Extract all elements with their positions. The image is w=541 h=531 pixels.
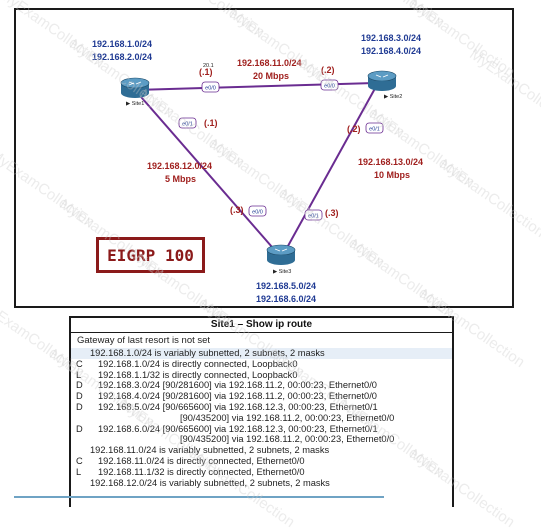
route-code: D	[76, 401, 83, 412]
site1-e00-address: (.1)	[199, 67, 213, 77]
svg-text:e0/1: e0/1	[369, 127, 380, 133]
route-code: C	[76, 358, 83, 369]
route-row: L 192.168.11.1/32 is directly connected, …	[71, 467, 452, 478]
link-12-network: 192.168.12.0/24	[147, 161, 212, 171]
link-site1-site3	[134, 89, 280, 256]
route-text: 192.168.6.0/24 [90/665600] via 192.168.1…	[98, 423, 378, 434]
route-row: [90/435200] via 192.168.11.2, 00:00:23, …	[71, 434, 452, 445]
route-row: C 192.168.1.0/24 is directly connected, L…	[71, 359, 452, 370]
site2-e00-address: (.2)	[321, 65, 335, 75]
svg-text:e0/0: e0/0	[252, 210, 263, 216]
route-text: [90/435200] via 192.168.11.2, 00:00:23, …	[180, 412, 395, 423]
site3-e00-address: (.3)	[230, 205, 244, 215]
link-13-bandwidth: 10 Mbps	[374, 170, 410, 180]
route-output-panel: Site1 – Show ip route Gateway of last re…	[69, 316, 454, 507]
site1-network-1: 192.168.1.0/24	[92, 39, 152, 49]
site2-e01-address: (.2)	[347, 124, 361, 134]
route-text: 192.168.1.0/24 is variably subnetted, 2 …	[90, 348, 325, 358]
site3-network-2: 192.168.6.0/24	[256, 294, 316, 304]
route-row: D 192.168.4.0/24 [90/281600] via 192.168.…	[71, 391, 452, 402]
route-row: 192.168.12.0/24 is variably subnetted, 2…	[71, 478, 452, 489]
link-13-network: 192.168.13.0/24	[358, 157, 423, 167]
site2-network-2: 192.168.4.0/24	[361, 46, 421, 56]
link-11-bandwidth: 20 Mbps	[253, 71, 289, 81]
site3-network-1: 192.168.5.0/24	[256, 281, 316, 291]
interface-tag-site3-e01: e0/1	[304, 209, 323, 221]
link-12-bandwidth: 5 Mbps	[165, 174, 196, 184]
router-site2-label: ▶ Site2	[384, 94, 402, 100]
route-row: 192.168.1.0/24 is variably subnetted, 2 …	[71, 348, 452, 359]
interface-tag-site1-e01: e0/1	[178, 117, 197, 129]
site1-network-2: 192.168.2.0/24	[92, 52, 152, 62]
route-text: 192.168.3.0/24 [90/281600] via 192.168.1…	[98, 380, 377, 391]
router-site1-icon[interactable]	[120, 77, 150, 98]
route-code: D	[76, 423, 83, 434]
route-row: L 192.168.1.1/32 is directly connected, L…	[71, 370, 452, 381]
route-output-title: Site1 – Show ip route	[71, 318, 452, 333]
interface-tag-site3-e00: e0/0	[248, 205, 267, 217]
site2-network-1: 192.168.3.0/24	[361, 33, 421, 43]
site3-e01-address: (.3)	[325, 208, 339, 218]
interface-tag-site1-e00: e0/0	[201, 81, 220, 93]
svg-text:e0/1: e0/1	[308, 214, 319, 220]
route-text: 192.168.1.1/32 is directly connected, Lo…	[98, 369, 298, 380]
link-11-network: 192.168.11.0/24	[237, 58, 302, 68]
route-text: 192.168.11.1/32 is directly connected, E…	[98, 466, 305, 477]
route-code: C	[76, 455, 83, 466]
route-code: L	[76, 369, 82, 380]
gateway-line: Gateway of last resort is not set	[77, 335, 211, 346]
site1-e01-address: (.1)	[204, 118, 218, 128]
route-row: D 192.168.3.0/24 [90/281600] via 192.168.…	[71, 380, 452, 391]
route-text: 192.168.5.0/24 [90/665600] via 192.168.1…	[98, 401, 378, 412]
interface-tag-site2-e01: e0/1	[365, 122, 384, 134]
route-row: D 192.168.6.0/24 [90/665600] via 192.168.…	[71, 424, 452, 435]
route-row: D 192.168.5.0/24 [90/665600] via 192.168.…	[71, 402, 452, 413]
svg-text:e0/0: e0/0	[324, 84, 335, 90]
router-site1-label: ▶ Site1	[126, 101, 144, 107]
route-text: 192.168.11.0/24 is directly connected, E…	[98, 455, 305, 466]
route-text: 192.168.1.0/24 is directly connected, Lo…	[98, 358, 298, 369]
router-site2-icon[interactable]	[367, 70, 397, 91]
route-text: [90/435200] via 192.168.11.2, 00:00:23, …	[180, 434, 395, 445]
route-text: 192.168.4.0/24 [90/281600] via 192.168.1…	[98, 391, 377, 402]
route-code: D	[76, 380, 83, 391]
route-row: 192.168.11.0/24 is variably subnetted, 2…	[71, 445, 452, 456]
eigrp-as-label: EIGRP 100	[96, 237, 205, 273]
route-row: [90/435200] via 192.168.11.2, 00:00:23, …	[71, 413, 452, 424]
small-overlay-label: 20.1	[203, 63, 214, 69]
router-site3-label: ▶ Site3	[273, 269, 291, 275]
topology-diagram: e0/0 e0/0 e0/1 e0/0 e0/1 e0/1 (.1) (.2) …	[14, 8, 514, 308]
route-text: 192.168.11.0/24 is variably subnetted, 2…	[90, 445, 330, 456]
route-code: L	[76, 466, 82, 477]
route-text: 192.168.12.0/24 is variably subnetted, 2…	[90, 477, 330, 488]
link-site1-site2	[134, 82, 376, 91]
svg-text:e0/1: e0/1	[182, 122, 193, 128]
route-row: C 192.168.11.0/24 is directly connected, …	[71, 456, 452, 467]
link-site2-site3	[282, 82, 379, 256]
routing-table: 192.168.1.0/24 is variably subnetted, 2 …	[71, 348, 452, 488]
router-site3-icon[interactable]	[266, 244, 296, 265]
interface-tag-site2-e00: e0/0	[320, 79, 339, 91]
route-code: D	[76, 391, 83, 402]
svg-text:e0/0: e0/0	[205, 86, 216, 92]
bottom-divider	[14, 496, 384, 498]
topology-svg: e0/0 e0/0 e0/1 e0/0 e0/1 e0/1 (.1) (.2) …	[92, 33, 423, 304]
